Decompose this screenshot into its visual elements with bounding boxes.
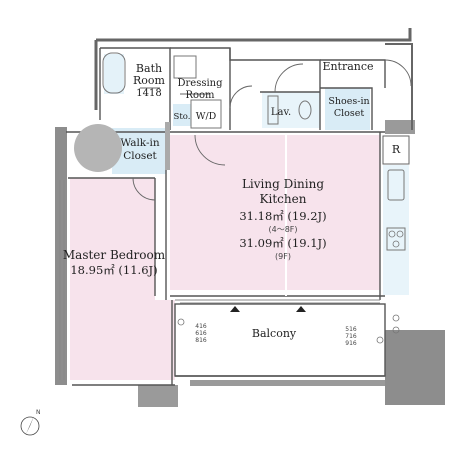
ldk-area-2: 31.09㎡ (19.1J) — [239, 236, 326, 250]
room-labels: Bath Room 1418 Dressing Room Entrance Sh… — [63, 60, 401, 347]
lav-fill — [262, 92, 320, 128]
ldk-floors-1: (4～8F) — [268, 225, 297, 234]
walls — [66, 47, 386, 386]
balcony-unit-right-1: 516 — [345, 326, 357, 333]
master-bedroom-area: 18.95㎡ (11.6J) — [70, 263, 157, 277]
ldk-fill — [170, 135, 380, 290]
dressing-label-2: Room — [185, 90, 215, 101]
walk-in-closet-label-1: Walk-in — [120, 137, 160, 149]
bath-label-1: Bath — [136, 62, 162, 75]
shoes-closet-fill — [325, 88, 370, 130]
walk-in-closet-label-2: Closet — [123, 150, 157, 162]
dressing-counter — [173, 55, 197, 79]
structure — [55, 28, 445, 407]
compass-label: N — [36, 409, 41, 416]
north-compass: N — [20, 409, 41, 436]
master-bedroom-fill — [70, 178, 175, 380]
bath-fill — [104, 54, 124, 94]
dressing-label-1: Dressing — [177, 78, 223, 89]
bath-code: 1418 — [136, 88, 161, 99]
balcony-label: Balcony — [252, 327, 297, 340]
north-arrow-icon — [26, 416, 34, 434]
door-swings — [132, 59, 412, 201]
storage-fill — [173, 104, 191, 126]
refrigerator-label: R — [392, 143, 401, 156]
windows — [59, 180, 380, 380]
fixtures — [74, 52, 410, 344]
balcony-unit-left-1: 416 — [195, 323, 207, 330]
pillar — [74, 124, 122, 172]
bath-label-2: Room — [133, 74, 166, 87]
balcony-unit-left-3: 816 — [195, 337, 207, 344]
kitchen-sink — [387, 169, 405, 201]
sink-unit — [267, 95, 279, 125]
washer — [190, 99, 222, 129]
lav-label: Lav. — [271, 107, 291, 118]
ldk-label-2: Kitchen — [260, 192, 307, 206]
ldk-area-1: 31.18㎡ (19.2J) — [239, 209, 326, 223]
balcony-unit-right-3: 916 — [345, 340, 357, 347]
wd-label: W/D — [196, 111, 217, 122]
entrance-label: Entrance — [322, 60, 373, 73]
ldk-label-1: Living Dining — [242, 177, 324, 191]
cooktop — [386, 227, 406, 251]
shoes-closet-label-1: Shoes-in — [328, 96, 369, 107]
sash-marker — [230, 306, 240, 312]
bathtub — [102, 52, 126, 94]
storage-label: Sto. — [174, 112, 191, 122]
balcony-unit-right-2: 716 — [345, 333, 357, 340]
balcony-unit-left-2: 616 — [195, 330, 207, 337]
ldk-floors-2: (9F) — [275, 252, 291, 261]
fridge-space — [382, 135, 410, 165]
toilet — [298, 100, 312, 120]
shoes-closet-label-2: Closet — [334, 108, 365, 119]
master-bedroom-label: Master Bedroom — [63, 248, 166, 262]
